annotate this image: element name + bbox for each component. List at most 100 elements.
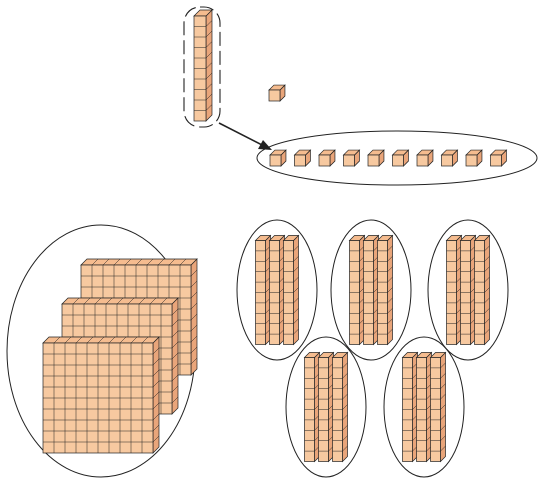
grid-line [440, 425, 446, 431]
ten-rod [193, 9, 213, 122]
arrow-shaft [218, 122, 267, 148]
grid-line [149, 297, 157, 305]
grid-line [190, 291, 198, 299]
grid-line [342, 435, 348, 441]
grid-line [205, 62, 213, 69]
grid-line [86, 336, 94, 344]
grid-line [64, 336, 72, 344]
unit-cube [465, 149, 483, 167]
ten-rod [473, 234, 491, 346]
grid-line [152, 358, 160, 366]
ten-rod [282, 234, 300, 346]
ten-rod [303, 351, 321, 463]
grid-line [387, 318, 393, 324]
grid-line [342, 425, 348, 431]
grid-line [293, 328, 299, 335]
grid-line [152, 413, 160, 421]
unit-cube [416, 149, 434, 167]
unit-cube [440, 149, 459, 167]
grid-line [342, 414, 348, 421]
grid-line [152, 369, 160, 377]
unit-cube [489, 149, 508, 167]
grid-line [387, 287, 393, 293]
ten-rod [429, 351, 447, 463]
grid-line [484, 328, 490, 335]
grid-line [484, 297, 490, 304]
grid-line [102, 258, 110, 266]
front-face [268, 89, 281, 102]
grid-line [190, 302, 198, 310]
grid-line [152, 402, 160, 410]
grid-line [124, 258, 132, 266]
dashed-outline [183, 6, 221, 128]
grid-line [171, 363, 179, 371]
grid-line [152, 347, 160, 355]
grid-line [205, 41, 213, 48]
rod-group [330, 219, 412, 361]
front-face [294, 154, 306, 167]
front-face [343, 154, 355, 167]
ten-rod [254, 234, 272, 346]
grid-line [146, 258, 154, 266]
front-face [490, 154, 502, 167]
grid-line [72, 297, 80, 305]
grid-line [205, 72, 213, 80]
grid-line [171, 341, 179, 349]
grid-line [171, 319, 179, 327]
hundred-flats-group [6, 224, 198, 478]
ten-rod [415, 351, 433, 463]
grid-line [387, 276, 393, 283]
grid-line [171, 385, 179, 393]
unit-cube [318, 149, 336, 167]
grid-line [94, 297, 102, 305]
front-face [416, 154, 429, 167]
grid-line [152, 391, 160, 399]
grid-line [293, 297, 299, 304]
grid-line [342, 362, 348, 369]
grid-line [440, 373, 446, 379]
grid-line [97, 336, 105, 344]
grid-line [138, 297, 146, 305]
grid-line [342, 383, 348, 389]
grid-line [171, 396, 179, 404]
grid-line [152, 380, 160, 388]
rod-group-outline [383, 336, 465, 478]
grid-line [130, 336, 138, 344]
grid-line [440, 414, 446, 421]
grid-line [484, 308, 490, 314]
unit-cube [342, 149, 361, 167]
front-face [441, 154, 453, 167]
grid-line [484, 276, 490, 283]
single-unit-cube [268, 84, 286, 102]
ten-rod [445, 234, 463, 346]
rod-group [236, 219, 318, 361]
ten-rod [376, 234, 394, 346]
grid-line [205, 104, 213, 111]
grid-line [108, 336, 116, 344]
grid-line [119, 336, 127, 344]
unit-cubes-group [256, 130, 538, 186]
grid-line [293, 287, 299, 293]
grid-line [387, 245, 393, 252]
grid-line [387, 256, 393, 262]
grid-line [105, 297, 113, 305]
grid-line [83, 297, 91, 305]
ten-rod [317, 351, 335, 463]
unit-cube [391, 149, 410, 167]
grid-line [440, 393, 446, 400]
unit-cubes-outline [256, 130, 538, 186]
grid-line [484, 266, 490, 272]
grid-line [440, 383, 446, 389]
rod-group [285, 336, 367, 478]
grid-line [440, 445, 446, 452]
grid-line [484, 318, 490, 324]
grid-line [53, 336, 61, 344]
front-face [392, 154, 404, 167]
grid-line [190, 280, 198, 288]
grid-line [171, 308, 179, 316]
grid-line [342, 373, 348, 379]
grid-line [205, 51, 213, 59]
grid-line [171, 330, 179, 338]
arrow-icon [218, 122, 272, 150]
